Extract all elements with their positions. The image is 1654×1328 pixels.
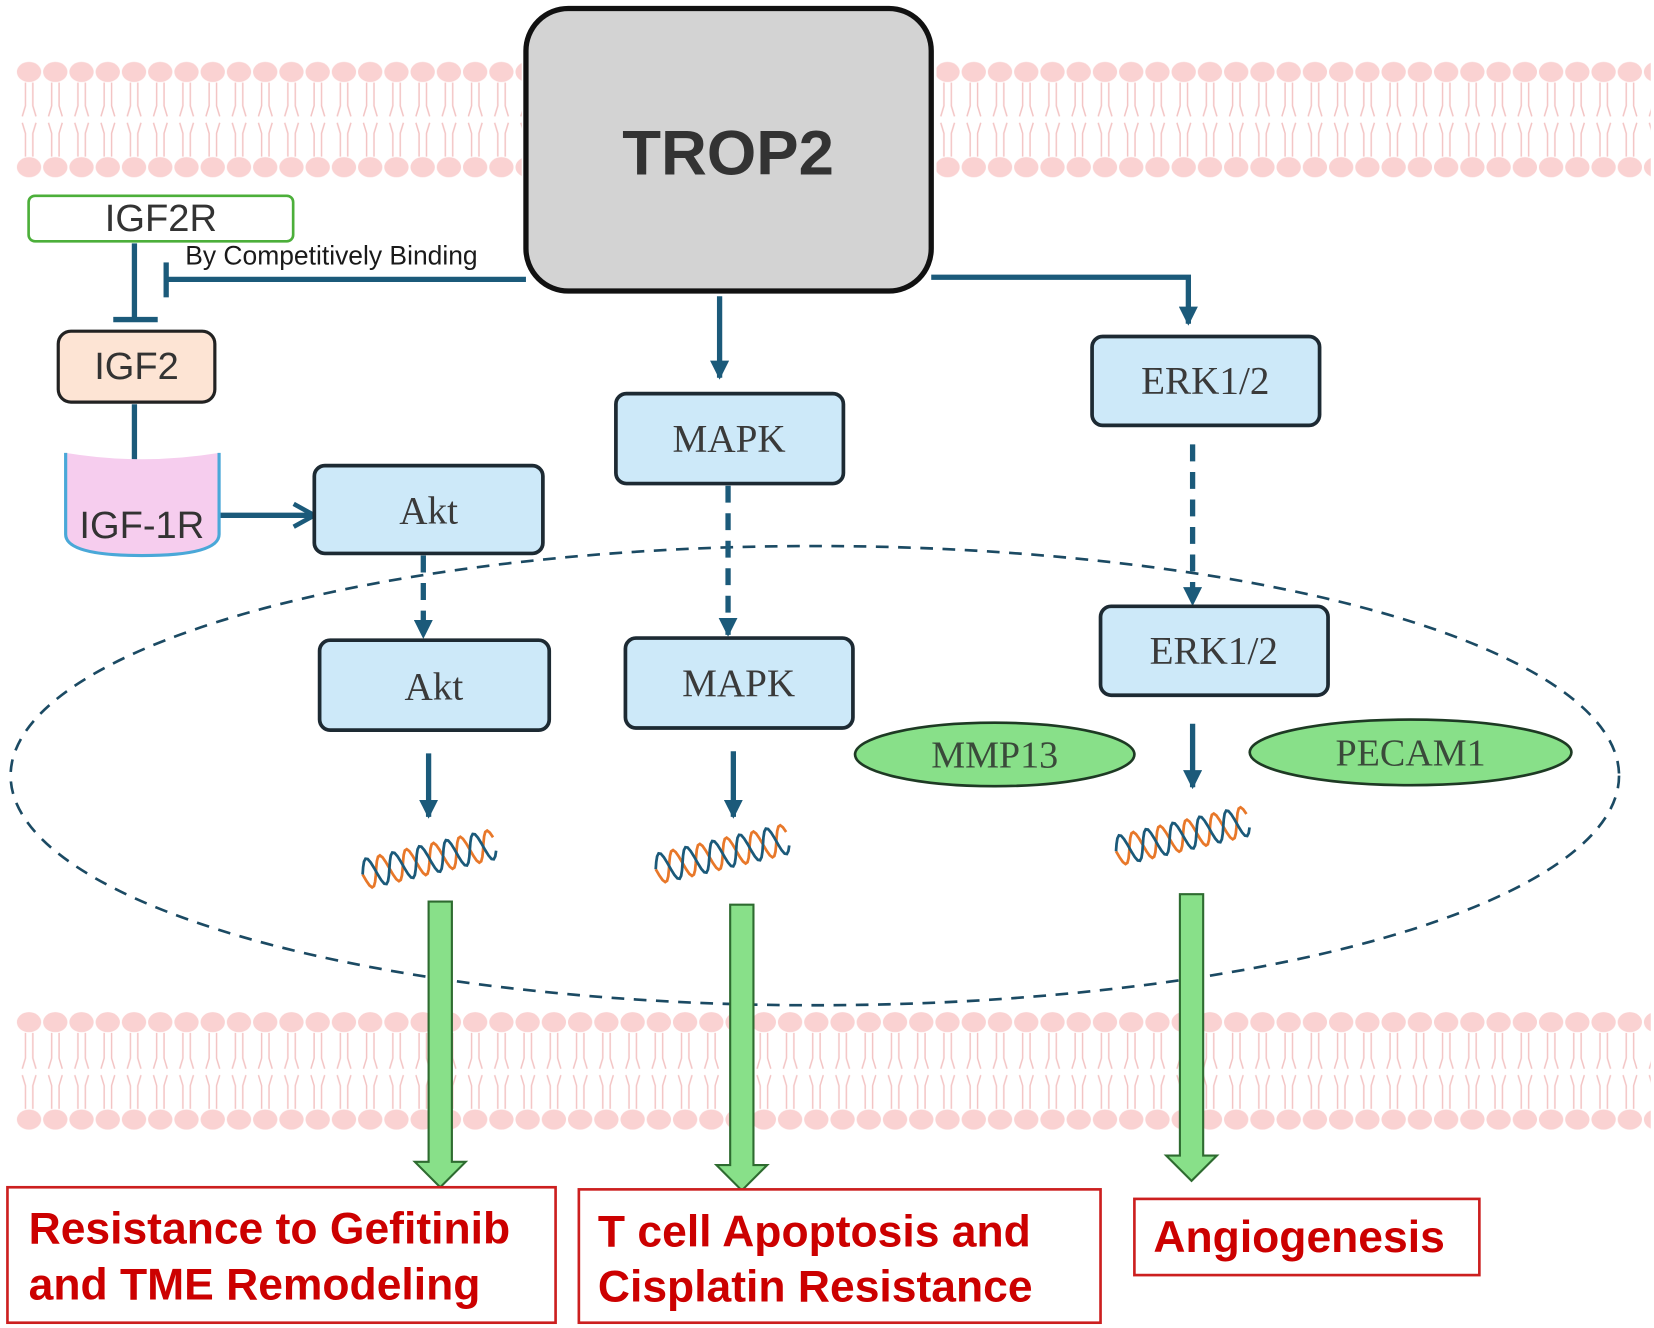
igf1r-receptor-fill [65, 452, 220, 556]
igf1r-label: IGF-1R [79, 505, 204, 547]
pecam1-ellipse [1248, 718, 1573, 787]
dna-strand-blue [1114, 809, 1251, 863]
mapk-cytoplasm-label: MAPK [673, 418, 786, 461]
erk-cytoplasm-label: ERK1/2 [1141, 359, 1269, 402]
igf2-label: IGF2 [94, 346, 179, 388]
erk-nucleus-label: ERK1/2 [1150, 629, 1278, 672]
pecam1-label: PECAM1 [1335, 732, 1485, 774]
cell-membrane-top-right [936, 59, 1651, 178]
dna-helix-erk-icon [1114, 805, 1251, 866]
dna-strand-orange [654, 823, 788, 884]
akt-outcome-line-1: Resistance to Gefitinib [29, 1204, 511, 1253]
erk-cytoplasm-box [1090, 334, 1322, 428]
igf2-box [56, 329, 217, 404]
dna-helix-akt-icon [361, 828, 498, 890]
dna-strand-blue [361, 832, 498, 886]
cell-membrane-bottom [15, 1009, 1651, 1133]
erk-outcome-line-1: Angiogenesis [1153, 1213, 1444, 1262]
trop2-box [523, 5, 934, 294]
akt-cytoplasm-box [312, 463, 545, 556]
akt-nucleus-label: Akt [405, 665, 464, 708]
mapk-nucleus-box [623, 636, 855, 730]
mmp13-ellipse [853, 721, 1136, 788]
igf2r-label: IGF2R [105, 198, 217, 240]
inhibition-label: By Competitively Binding [185, 241, 477, 271]
dna-strand-orange [1114, 805, 1248, 866]
erk-outcome-box [1133, 1197, 1481, 1277]
mapk-outcome-line-2: Cisplatin Resistance [598, 1263, 1033, 1312]
nucleus-boundary [9, 544, 1621, 1007]
mapk-cytoplasm-box [614, 391, 846, 486]
akt-nucleus-box [317, 638, 552, 732]
mapk-outcome-box [577, 1188, 1102, 1325]
akt-outcome-line-2: and TME Remodeling [29, 1260, 481, 1309]
dna-helix-mapk-icon [654, 823, 791, 884]
mmp13-label: MMP13 [931, 735, 1058, 777]
igf2r-box [27, 194, 295, 243]
akt-outcome-box [6, 1185, 557, 1325]
mapk-outcome-line-1: T cell Apoptosis and [598, 1208, 1031, 1257]
dna-strand-orange [361, 828, 495, 890]
trop2-label: TROP2 [622, 118, 834, 188]
mapk-nucleus-label: MAPK [682, 662, 795, 705]
trop2-to-erk-arrow [931, 274, 1198, 326]
igf1r-receptor-outline [64, 452, 221, 558]
mapk-outcome-arrow [713, 903, 770, 1192]
cell-membrane-top-left [15, 59, 522, 178]
akt-cytoplasm-label: Akt [399, 490, 458, 533]
erk-outcome-arrow [1163, 893, 1220, 1183]
akt-outcome-arrow [412, 900, 469, 1189]
erk-nucleus-box [1098, 604, 1330, 698]
dna-strand-blue [654, 827, 791, 881]
